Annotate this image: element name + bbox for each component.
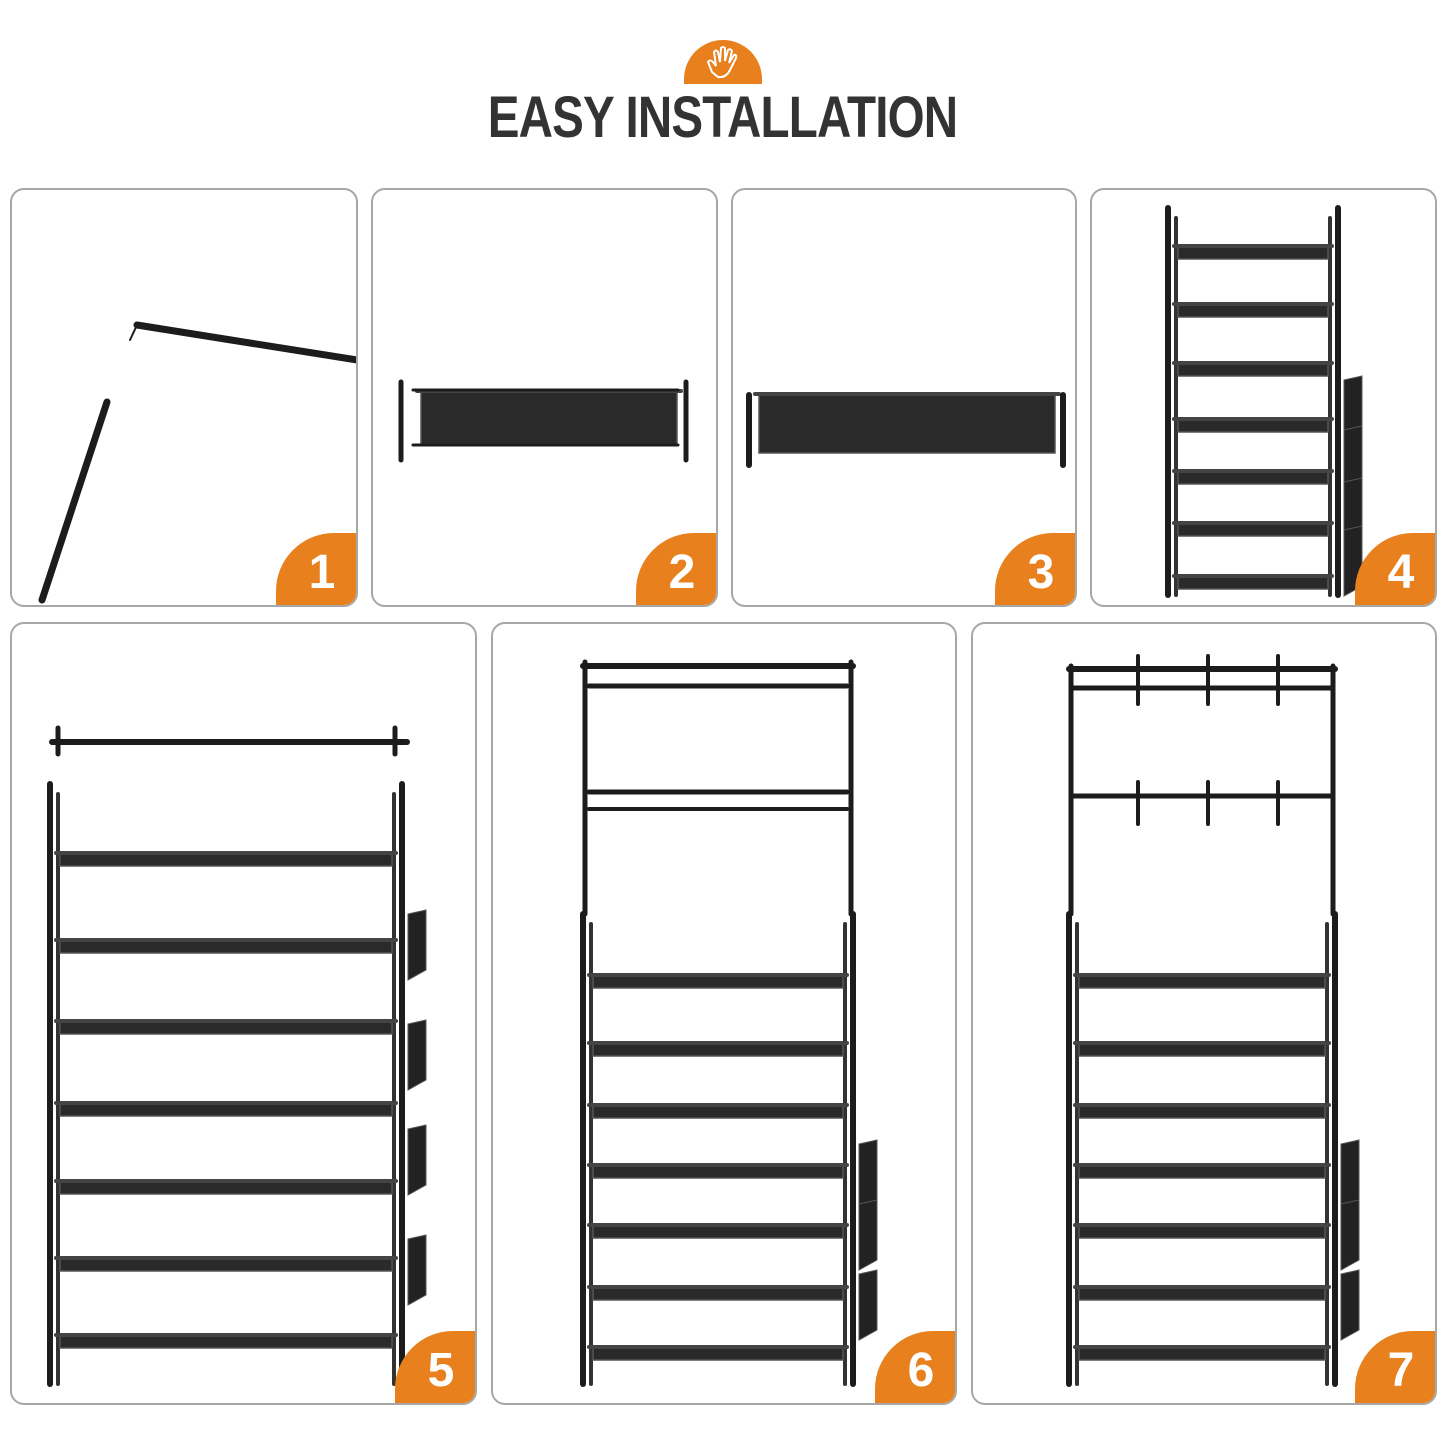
step-1-panel: 1: [10, 188, 358, 607]
step-7-panel: 7: [971, 622, 1437, 1405]
step-5-illustration: [47, 725, 427, 1387]
step-7-illustration: [1066, 654, 1360, 1387]
side-pocket: [407, 1019, 427, 1091]
step-badge: 2: [636, 533, 716, 605]
pole: [38, 398, 111, 604]
hand-icon: [684, 40, 762, 84]
step-2-panel: 2: [371, 188, 718, 607]
page-title: EASY INSTALLATION: [487, 85, 958, 150]
step-badge: 3: [995, 533, 1075, 605]
pole: [133, 321, 356, 364]
side-pocket: [858, 1269, 878, 1341]
step-5-panel: 5: [10, 622, 477, 1405]
shelf: [420, 389, 678, 446]
step-6-panel: 6: [491, 622, 957, 1405]
side-pocket: [407, 909, 427, 981]
side-pocket: [407, 1124, 427, 1196]
step-3-illustration: [746, 392, 1066, 468]
side-pocket: [1340, 1199, 1360, 1271]
side-pocket: [407, 1234, 427, 1306]
step-6-illustration: [580, 659, 878, 1387]
side-pocket: [858, 1139, 878, 1211]
step-3-panel: 3: [731, 188, 1077, 607]
side-pocket: [1340, 1269, 1360, 1341]
step-1-illustration: [38, 321, 356, 604]
shelf: [758, 392, 1056, 454]
side-pocket: [858, 1199, 878, 1271]
step-4-illustration: [1165, 205, 1363, 598]
side-pocket: [1340, 1139, 1360, 1211]
pole: [129, 324, 138, 341]
step-badge: 4: [1355, 533, 1435, 605]
step-2-illustration: [398, 379, 689, 463]
step-4-panel: 4: [1090, 188, 1437, 607]
